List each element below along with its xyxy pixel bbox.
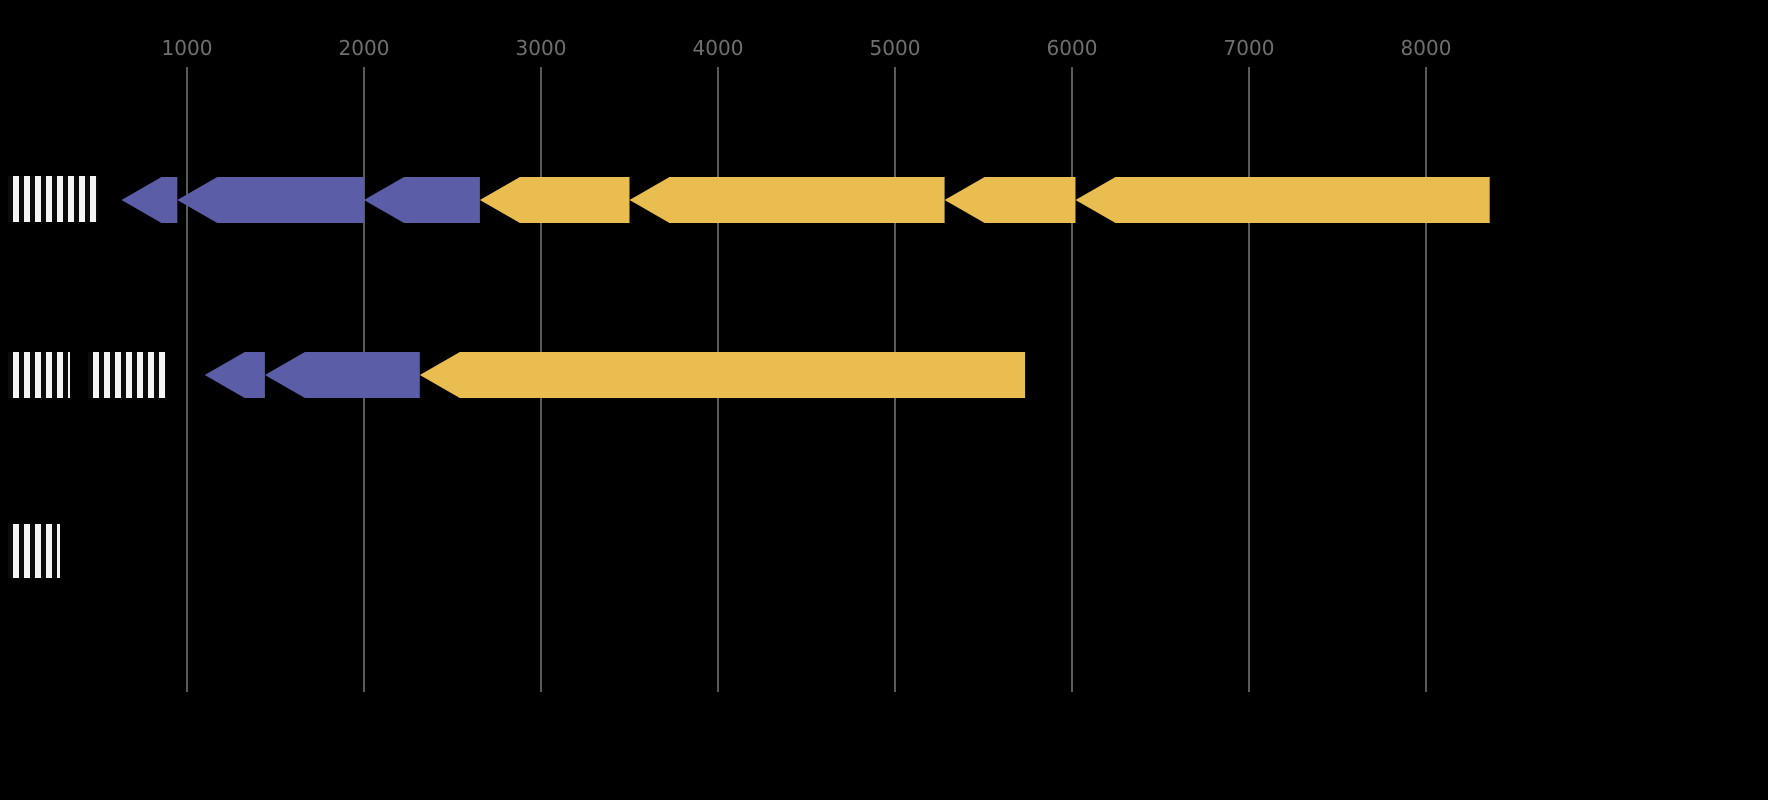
x-tick-label: 6000 [1047, 36, 1098, 60]
gene-arrow [629, 177, 945, 223]
gene-arrow [204, 352, 265, 398]
x-tick-label: 7000 [1224, 36, 1275, 60]
gene-arrow [419, 352, 1026, 398]
x-tick-label: 8000 [1401, 36, 1452, 60]
gene-arrow [1075, 177, 1490, 223]
gene-arrow [479, 177, 630, 223]
x-tick-label: 4000 [693, 36, 744, 60]
gene-arrow [121, 177, 178, 223]
gene-arrow [364, 177, 480, 223]
x-tick-label: 2000 [339, 36, 390, 60]
x-tick-label: 5000 [870, 36, 921, 60]
x-tick-label: 1000 [162, 36, 213, 60]
gene-arrow [944, 177, 1076, 223]
gene-arrow [177, 177, 364, 223]
x-tick-label: 3000 [516, 36, 567, 60]
gene-arrow [264, 352, 420, 398]
